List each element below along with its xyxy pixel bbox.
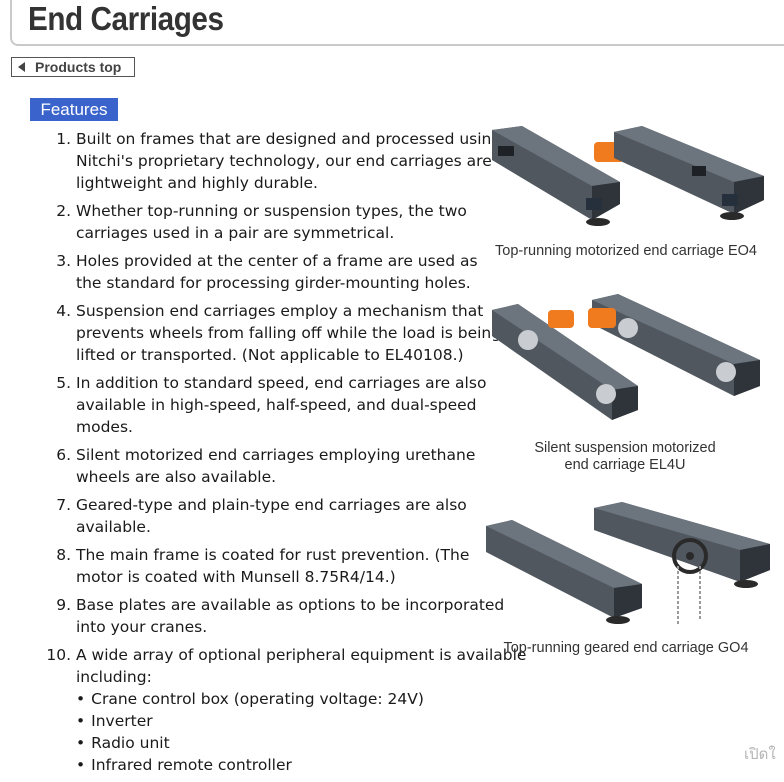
- option-item: Infrared remote controller: [76, 754, 596, 776]
- option-item: Crane control box (operating voltage: 24…: [76, 688, 596, 710]
- caption-el4u: Silent suspension motorized end carriage…: [500, 440, 750, 474]
- feature-item: Geared-type and plain-type end carriages…: [76, 494, 506, 538]
- option-item: Radio unit: [76, 732, 596, 754]
- feature-item: Silent motorized end carriages employing…: [76, 444, 506, 488]
- feature-item-text: A wide array of optional peripheral equi…: [76, 646, 527, 686]
- page-title: End Carriages: [28, 0, 224, 37]
- features-list: Built on frames that are designed and pr…: [38, 128, 526, 782]
- products-top-link[interactable]: Products top: [11, 57, 135, 77]
- option-item: Inverter: [76, 710, 596, 732]
- feature-item: Base plates are available as options to …: [76, 594, 506, 638]
- product-image-go4: [482, 500, 774, 632]
- product-image-el4u: [488, 290, 773, 430]
- caption-el4u-line2: end carriage EL4U: [564, 457, 686, 473]
- caption-el4u-line1: Silent suspension motorized: [534, 440, 716, 456]
- caption-eo4: Top-running motorized end carriage EO4: [495, 243, 757, 259]
- product-image-eo4: [482, 122, 772, 240]
- translate-watermark: เปิดใ: [744, 745, 776, 763]
- feature-item: Whether top-running or suspension types,…: [76, 200, 506, 244]
- title-bar: [10, 0, 784, 46]
- feature-item-options: A wide array of optional peripheral equi…: [76, 644, 596, 776]
- triangle-left-icon: [18, 62, 25, 72]
- caption-go4: Top-running geared end carriage GO4: [503, 640, 749, 656]
- products-top-label: Products top: [35, 59, 122, 75]
- feature-item: Holes provided at the center of a frame …: [76, 250, 506, 294]
- features-badge: Features: [30, 98, 118, 121]
- options-list: Crane control box (operating voltage: 24…: [76, 688, 596, 776]
- feature-item: The main frame is coated for rust preven…: [76, 544, 506, 588]
- feature-item: In addition to standard speed, end carri…: [76, 372, 506, 438]
- feature-item: Suspension end carriages employ a mechan…: [76, 300, 506, 366]
- feature-item: Built on frames that are designed and pr…: [76, 128, 506, 194]
